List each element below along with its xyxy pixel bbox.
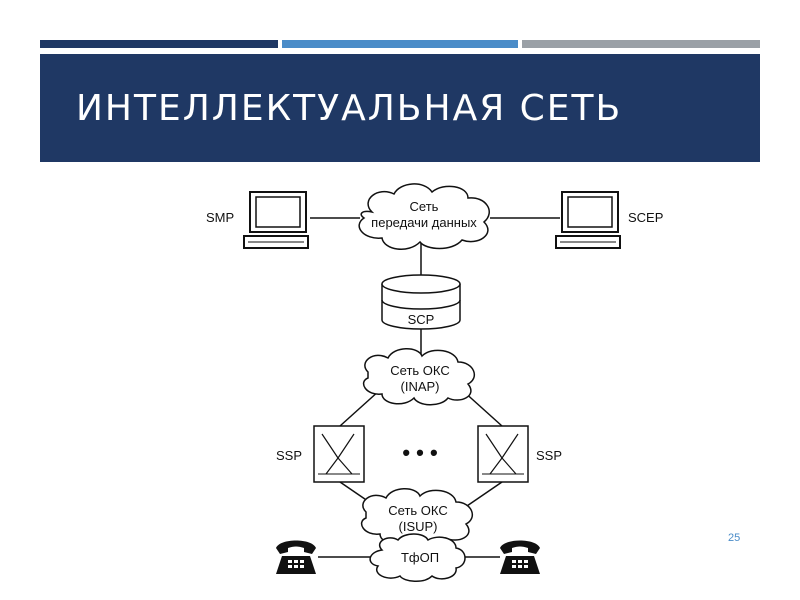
computer-icon [555, 191, 621, 249]
database-icon [381, 274, 461, 330]
link-inap-ssp-left [339, 389, 381, 427]
accent-bar-blue [282, 40, 518, 48]
switch-icon [477, 425, 529, 483]
link-ssp-right-isup [463, 481, 503, 509]
page-number: 25 [728, 532, 741, 544]
computer-icon [243, 191, 309, 249]
scep-label: SCEP [628, 210, 663, 225]
telephone-icon [500, 540, 540, 574]
oks-inap-cloud: Сеть ОКС (INAP) [362, 348, 476, 406]
scp-label: SCP [408, 312, 435, 327]
slide-title: ИНТЕЛЛЕКТУАЛЬНАЯ СЕТЬ [76, 88, 623, 129]
data-network-label-line1: Сеть [410, 199, 439, 214]
smp-label: SMP [206, 210, 234, 225]
switch-icon [313, 425, 365, 483]
oks-inap-label-line1: Сеть ОКС [390, 363, 449, 378]
ssp-left-label: SSP [276, 448, 302, 463]
pstn-label: ТфОП [401, 550, 439, 565]
ellipsis: • • • [402, 440, 437, 465]
accent-bar-dark [40, 40, 278, 48]
data-network-cloud: Сеть передачи данных [358, 183, 490, 250]
telephone-icon [276, 540, 316, 574]
oks-inap-label-line2: (INAP) [401, 379, 440, 394]
oks-isup-cloud: Сеть ОКС (ISUP) [360, 488, 474, 546]
ssp-right-label: SSP [536, 448, 562, 463]
oks-isup-label-line2: (ISUP) [399, 519, 438, 534]
data-network-label-line2: передачи данных [371, 215, 477, 230]
accent-bar-gray [522, 40, 760, 48]
title-banner [40, 54, 760, 162]
pstn-cloud: ТфОП [369, 533, 466, 582]
oks-isup-label-line1: Сеть ОКС [388, 503, 447, 518]
